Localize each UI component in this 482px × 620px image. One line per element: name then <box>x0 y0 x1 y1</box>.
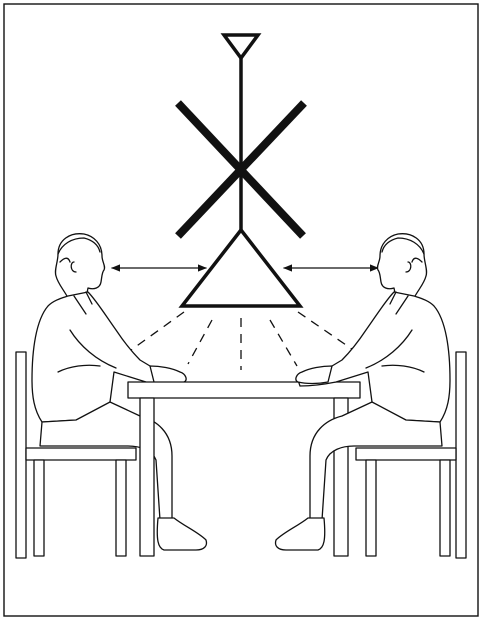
left-chair-back <box>15 351 27 559</box>
table-leg-left <box>139 397 155 557</box>
left-person-torso <box>31 291 185 423</box>
right-person-head <box>376 233 428 299</box>
left-person-arm-fold <box>57 329 117 373</box>
left-person-ear <box>70 261 77 273</box>
right-chair <box>355 351 467 559</box>
left-chair-seat <box>25 447 137 461</box>
right-person-shoe <box>274 517 326 551</box>
right-chair-back <box>455 351 467 559</box>
right-person-hand <box>295 365 333 385</box>
outer-frame <box>3 3 479 617</box>
right-person-arm-fold <box>365 329 425 373</box>
small-inverted-triangle <box>220 33 262 61</box>
left-person-hand <box>149 365 187 385</box>
right-person <box>274 233 451 551</box>
right-person-ear <box>405 261 412 273</box>
cross-stroke-right <box>175 100 307 239</box>
right-chair-back-leg <box>439 459 451 557</box>
right-person-torso <box>297 291 451 423</box>
ray-2 <box>187 319 213 365</box>
right-person-collar <box>389 291 409 315</box>
left-person <box>31 233 208 551</box>
left-person-head <box>54 233 106 299</box>
left-chair-back-leg <box>33 459 45 557</box>
right-person-hair <box>381 237 425 263</box>
left-chair-front-leg <box>115 459 127 557</box>
left-person-shoe <box>156 517 208 551</box>
ray-4 <box>269 319 298 367</box>
large-pyramid-triangle <box>178 227 304 308</box>
right-chair-seat <box>355 447 457 461</box>
left-person-collar <box>73 291 93 315</box>
antenna-symbol <box>175 33 307 308</box>
left-person-hair <box>57 237 101 263</box>
left-chair <box>15 351 137 559</box>
dashed-rays <box>119 311 366 370</box>
right-chair-front-leg <box>365 459 377 557</box>
